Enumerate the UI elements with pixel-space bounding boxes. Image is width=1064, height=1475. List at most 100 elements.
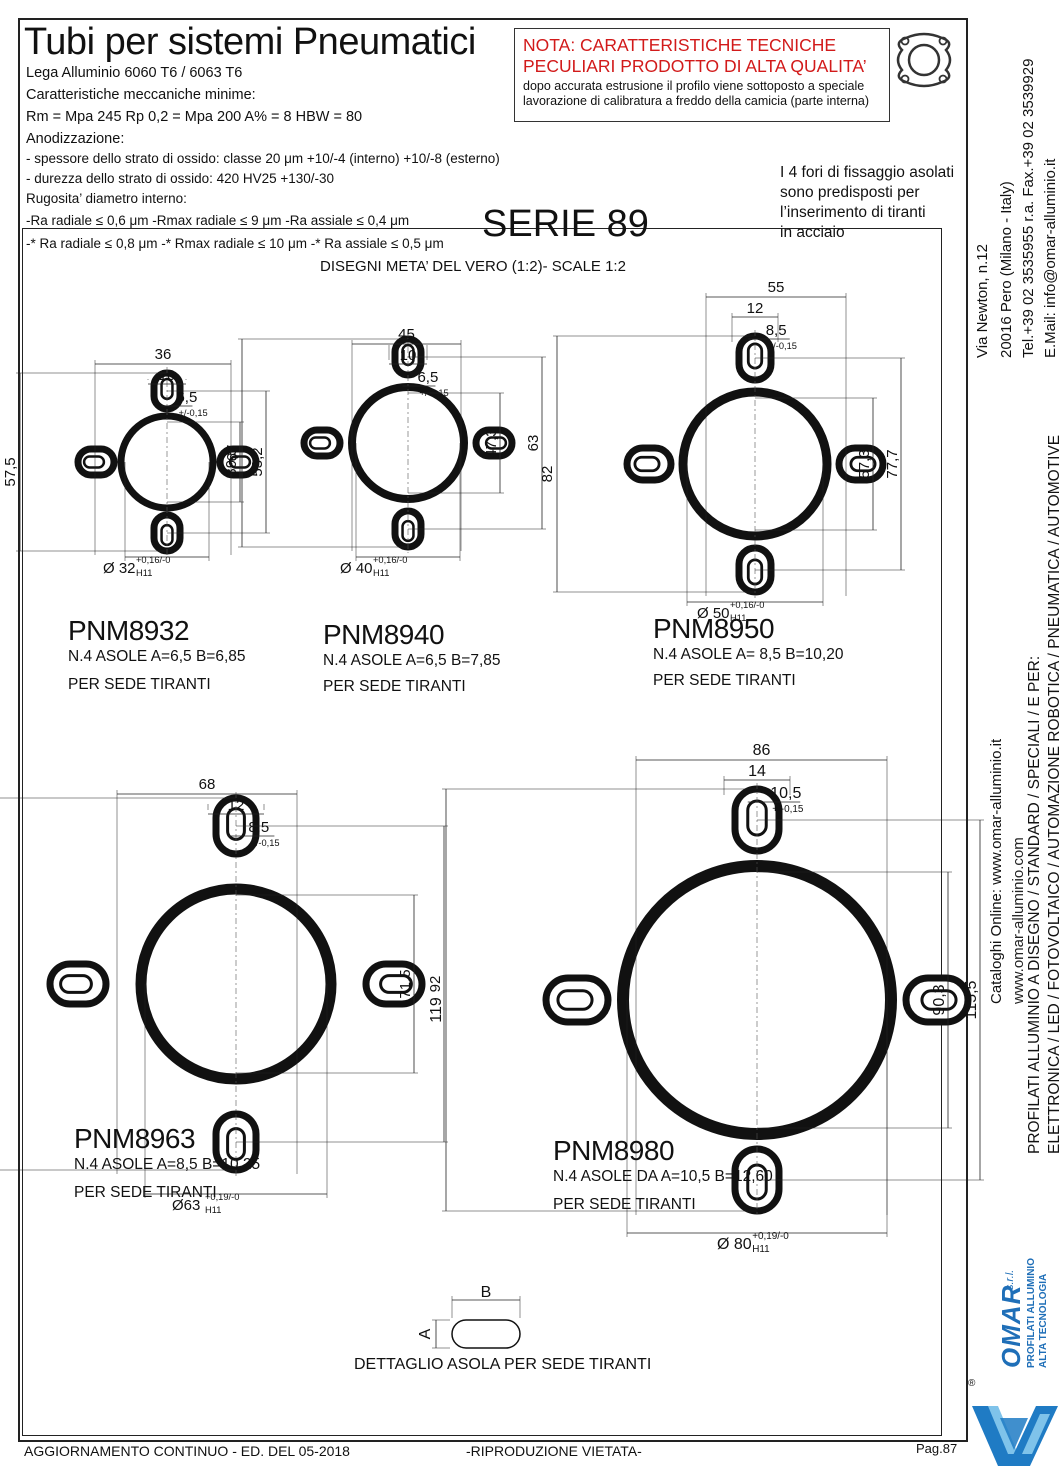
logo-emblem xyxy=(972,1406,1058,1466)
dim-bore-tol: +0,19/-0 xyxy=(205,1192,239,1202)
dim-inner-vertical: 90,3 xyxy=(931,984,948,1015)
logo-suffix: s.r.l. xyxy=(1004,1269,1016,1290)
fori-line-4: in acciaio xyxy=(780,224,845,241)
product-pnm8950: PNM8950 N.4 ASOLE A= 8,5 B=10,20 PER SED… xyxy=(653,614,843,692)
slot-detail-caption: DETTAGLIO ASOLA PER SEDE TIRANTI xyxy=(354,1356,652,1373)
slot-detail-b-label: B xyxy=(481,1284,492,1301)
note-heading-1: NOTA: CARATTERISTICHE TECNICHE xyxy=(523,35,837,55)
catalog-line-2: www.omar-alluminio.com xyxy=(1010,837,1027,1004)
dim-bore-tol: +0,19/-0 xyxy=(752,1231,789,1242)
address-line-1: Via Newton, n.12 xyxy=(974,244,991,358)
dim-outer-vertical: 63 xyxy=(525,435,542,452)
dim-bore: Ø 50 xyxy=(697,605,730,622)
dim-center: 14 xyxy=(748,763,766,780)
dim-height: 119 xyxy=(428,997,445,1023)
slot-hole-left xyxy=(82,455,106,469)
quality-note: NOTA: CARATTERISTICHE TECNICHE PECULIARI… xyxy=(514,28,890,122)
footer-edition: AGGIORNAMENTO CONTINUO - ED. DEL 05-2018 xyxy=(24,1443,350,1459)
note-text-1: dopo accurata estrusione il profilo vien… xyxy=(523,79,865,93)
dim-slot: 10,5 xyxy=(770,785,801,802)
dim-inner-vertical: 39,5 xyxy=(223,447,240,476)
product-pnm8980: PNM8980 N.4 ASOLE DA A=10,5 B=12,60 PER … xyxy=(553,1136,773,1216)
product-tiranti: PER SEDE TIRANTI xyxy=(68,676,211,693)
dim-bore: Ø 40 xyxy=(340,560,373,577)
dim-slot: 8,5 xyxy=(248,819,269,836)
spec-mech-title: Caratteristiche meccaniche minime: xyxy=(26,87,256,103)
dim-outer-vertical: 77,7 xyxy=(884,449,901,478)
product-pnm8940: PNM8940 N.4 ASOLE A=6,5 B=7,85 PER SEDE … xyxy=(323,620,501,698)
logo-line-2: ALTA TECNOLOGIA xyxy=(1038,1273,1049,1368)
product-tiranti: PER SEDE TIRANTI xyxy=(653,672,796,689)
dim-height: 82 xyxy=(539,466,556,483)
product-code: PNM8963 xyxy=(74,1123,196,1154)
dim-bore-fit: H11 xyxy=(136,568,152,578)
product-tiranti: PER SEDE TIRANTI xyxy=(553,1196,696,1213)
catalog-line-1: Cataloghi Online: www.omar-alluminio.it xyxy=(988,738,1005,1004)
material-specs: Lega Alluminio 6060 T6 / 6063 T6 Caratte… xyxy=(26,64,500,253)
product-code: PNM8932 xyxy=(68,615,190,646)
slot-hole-left xyxy=(556,989,594,1011)
slot-hole-right xyxy=(920,989,958,1011)
company-logo: OMAR s.r.l. PROFILATI ALLUMINIO ALTA TEC… xyxy=(968,1228,1060,1468)
logo-brand: OMAR xyxy=(996,1284,1026,1368)
dim-bore-tol: +0,16/-0 xyxy=(730,600,764,610)
product-code: PNM8940 xyxy=(323,619,445,650)
dim-center: 12 xyxy=(747,300,764,317)
dim-bore-tol: +0,16/-0 xyxy=(136,555,170,565)
dim-slot: 8,5 xyxy=(766,322,787,339)
dim-bore: Ø 32 xyxy=(103,560,136,577)
dim-slot: 6,5 xyxy=(176,389,197,406)
dim-outer-vertical: 92 xyxy=(427,976,444,993)
dim-slot-tol: +/-0,15 xyxy=(768,341,797,351)
product-code: PNM8980 xyxy=(553,1135,675,1166)
fori-line-3: l’inserimento di tiranti xyxy=(780,204,926,221)
dim-bore-fit: H11 xyxy=(730,613,746,623)
product-asole: N.4 ASOLE A=8,5 B=10,25 xyxy=(74,1156,261,1173)
product-asole: N.4 ASOLE A=6,5 B=6,85 xyxy=(68,648,246,665)
dim-slot: 6,5 xyxy=(417,369,438,386)
product-asole: N.4 ASOLE A=6,5 B=7,85 xyxy=(323,652,501,669)
page-title: Tubi per sistemi Pneumatici xyxy=(24,21,476,63)
dim-center: 12 xyxy=(228,797,245,814)
spec-anodize-title: Anodizzazione: xyxy=(26,131,125,147)
product-code: PNM8950 xyxy=(653,613,775,644)
flange-icon xyxy=(896,32,952,88)
dim-center: 10 xyxy=(400,347,417,364)
fori-line-1: I 4 fori di fissaggio asolati xyxy=(780,164,955,181)
dim-inner-vertical: 71,5 xyxy=(397,969,414,998)
address-line-3: Tel.+39 02 3535955 r.a. Fax.+39 02 35399… xyxy=(1020,58,1037,358)
spec-alloy: Lega Alluminio 6060 T6 / 6063 T6 xyxy=(26,65,243,81)
dim-width: 55 xyxy=(768,279,785,296)
page-frame xyxy=(18,18,968,1442)
slot-hole-right xyxy=(849,455,877,473)
dim-bore-tol: +0,16/-0 xyxy=(373,555,407,565)
sectors-line-1: PROFILATI ALLUMINIO A DISEGNO / STANDARD… xyxy=(1026,655,1043,1154)
product-tiranti: PER SEDE TIRANTI xyxy=(323,678,466,695)
dim-outer-vertical: 115,5 xyxy=(963,980,980,1019)
footer-page: Pag.87 xyxy=(916,1441,958,1456)
spec-roughness-title: Rugosita’ diametro interno: xyxy=(26,191,187,206)
address-line-2: 20016 Pero (Milano - Italy) xyxy=(998,181,1015,358)
dim-width: 45 xyxy=(398,326,415,343)
series-label: SERIE 89 xyxy=(482,203,649,245)
spec-mech-values: Rm = Mpa 245 Rp 0,2 = Mpa 200 A% = 8 HBW… xyxy=(26,109,363,125)
dim-height: 67 xyxy=(224,445,241,462)
spec-roughness-1: -Ra radiale ≤ 0,6 μm -Rmax radiale ≤ 9 μ… xyxy=(26,213,410,228)
product-pnm8932: PNM8932 N.4 ASOLE A=6,5 B=6,85 PER SEDE … xyxy=(68,616,246,696)
slot-detail-a-label: A xyxy=(417,1328,434,1339)
registered-mark: ® xyxy=(968,1378,976,1389)
dim-slot-tol: +/-0,15 xyxy=(178,408,207,418)
dim-bore-fit: H11 xyxy=(205,1205,221,1215)
drawing-frame xyxy=(22,228,942,1436)
dim-inner-vertical: 57,3 xyxy=(856,449,873,478)
dim-width: 68 xyxy=(199,776,216,793)
note-heading-2: PECULIARI PRODOTTO DI ALTA QUALITA’ xyxy=(523,56,867,76)
dim-bore: Ø63 xyxy=(172,1197,200,1214)
note-text-2: lavorazione di calibratura a freddo dell… xyxy=(523,94,870,108)
dim-width: 86 xyxy=(753,742,771,759)
spec-roughness-2: -* Ra radiale ≤ 0,8 μm -* Rmax radiale ≤… xyxy=(26,236,444,251)
slot-hole-left xyxy=(633,455,661,473)
dim-bore: Ø 80 xyxy=(717,1236,752,1253)
slot-hole-left xyxy=(59,974,93,994)
